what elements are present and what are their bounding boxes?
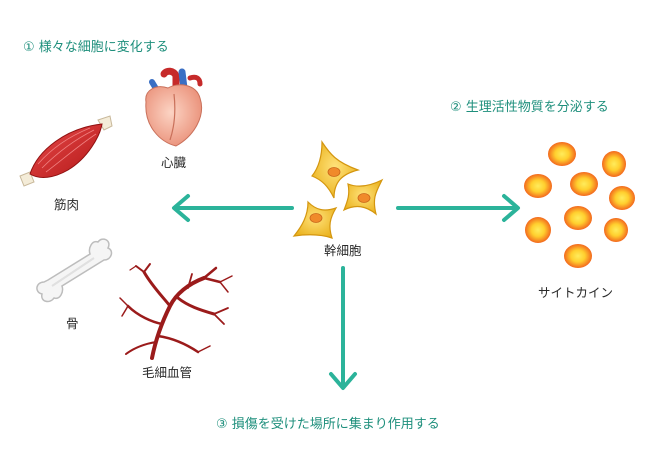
stem-cell-icon xyxy=(292,140,384,239)
stem-cell-label: 幹細胞 xyxy=(324,243,362,258)
heading-secrete: ② 生理活性物質を分泌する xyxy=(450,100,609,115)
heading-migrate: ③ 損傷を受けた場所に集まり作用する xyxy=(216,417,440,432)
bone-icon xyxy=(36,238,113,303)
cytokine-label: サイトカイン xyxy=(538,285,614,300)
muscle-label: 筋肉 xyxy=(54,197,80,212)
arrow-left xyxy=(172,194,294,222)
muscle-icon xyxy=(19,115,113,187)
capillary-label: 毛細血管 xyxy=(142,365,193,380)
heart-label: 心臓 xyxy=(161,155,187,170)
heading-differentiate: ① 様々な細胞に変化する xyxy=(23,40,169,55)
heart-icon xyxy=(145,67,203,147)
arrow-right xyxy=(396,194,520,222)
arrow-down xyxy=(329,266,357,390)
capillary-icon xyxy=(119,263,233,360)
cytokine-icon xyxy=(524,142,635,268)
bone-label: 骨 xyxy=(66,316,79,331)
